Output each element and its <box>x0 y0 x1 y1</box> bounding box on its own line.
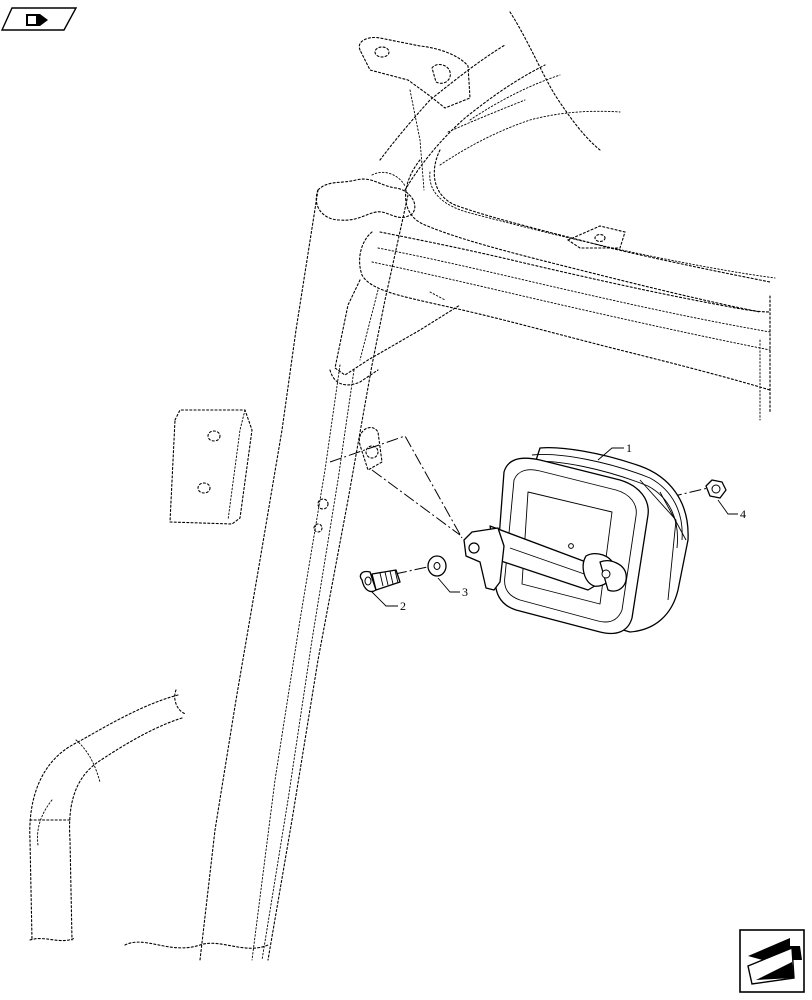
next-page-arrow-icon[interactable] <box>739 929 805 993</box>
washer[interactable] <box>427 555 447 577</box>
callout-3: 3 <box>437 577 468 599</box>
callout-2: 2 <box>371 591 406 613</box>
callout-4: 4 <box>717 499 746 521</box>
reference-book-icon[interactable] <box>0 7 78 31</box>
callout-label-1: 1 <box>626 441 632 455</box>
mirror-assembly[interactable] <box>463 447 689 635</box>
callout-label-2: 2 <box>400 599 406 613</box>
callout-1: 1 <box>597 441 632 461</box>
callout-label-4: 4 <box>740 507 746 521</box>
callout-label-3: 3 <box>462 585 468 599</box>
cab-frame <box>29 11 776 961</box>
screw[interactable] <box>359 569 401 593</box>
nut[interactable] <box>705 479 727 499</box>
